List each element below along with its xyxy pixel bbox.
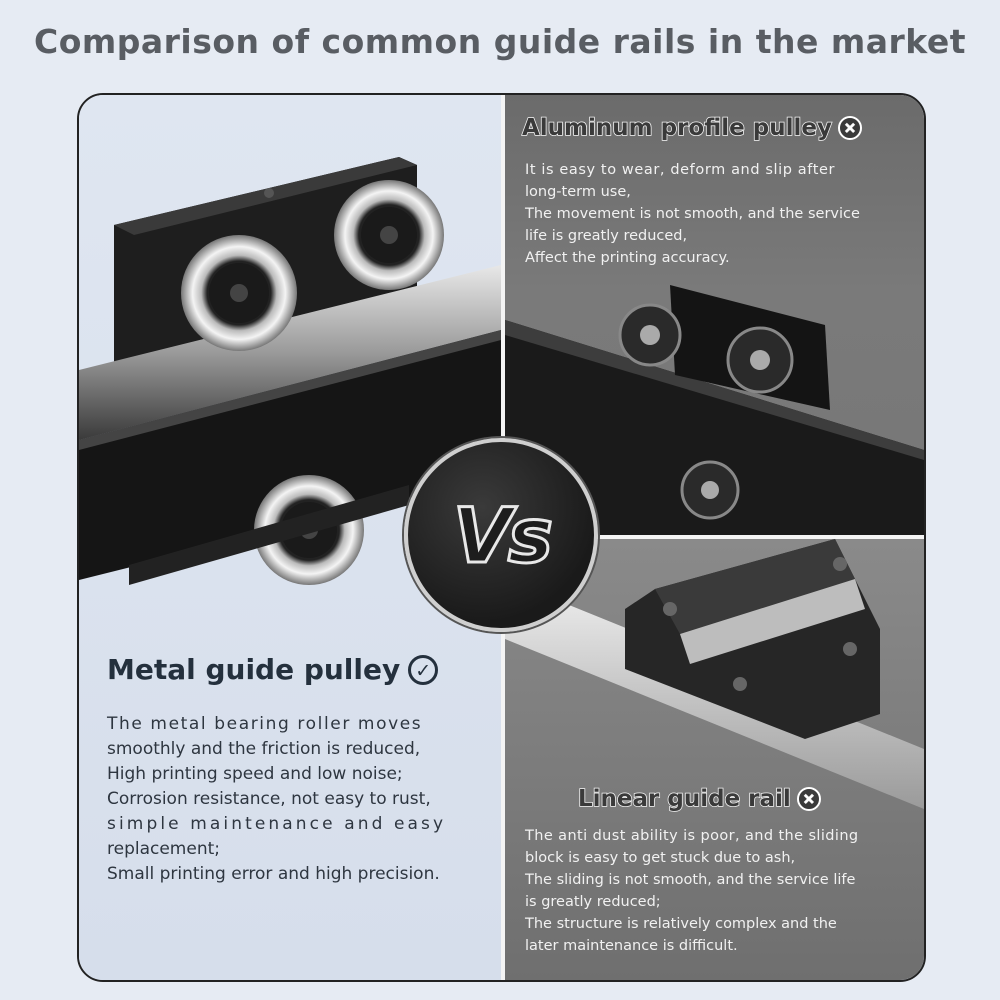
description-line: Corrosion resistance, not easy to rust, [107,789,431,809]
linear-rail-panel: Linear guide rail ✕ The anti dust abilit… [505,539,924,980]
vs-badge: Vs [404,438,598,632]
description-line: Small printing error and high precision. [107,864,440,884]
comparison-frame: Metal guide pulley ✓ The metal bearing r… [77,93,926,982]
description-line: life is greatly reduced, [525,228,688,244]
description-line: It is easy to wear, deform and slip afte… [525,162,836,178]
description-line: The structure is relatively complex and … [525,916,837,932]
metal-guide-title-text: Metal guide pulley [107,653,401,686]
description-line: later maintenance is difficult. [525,938,738,954]
description-line: block is easy to get stuck due to ash, [525,850,796,866]
description-line: replacement; [107,839,220,859]
aluminum-title: Aluminum profile pulley ✕ [521,114,862,142]
vs-label: Vs [451,489,554,581]
linear-rail-title-text: Linear guide rail [577,785,791,813]
metal-guide-title: Metal guide pulley ✓ [107,653,439,686]
linear-rail-image [505,539,924,809]
description-line: High printing speed and low noise; [107,764,403,784]
page-title: Comparison of common guide rails in the … [33,22,966,61]
aluminum-description: It is easy to wear, deform and slip afte… [525,159,860,269]
description-line: long-term use, [525,184,631,200]
linear-rail-description: The anti dust ability is poor, and the s… [525,825,859,957]
description-line: is greatly reduced; [525,894,661,910]
x-circle-icon: ✕ [796,787,821,811]
check-circle-icon: ✓ [408,654,439,685]
metal-pulley-panel: Metal guide pulley ✓ The metal bearing r… [79,95,501,980]
linear-rail-title: Linear guide rail ✕ [577,785,821,813]
aluminum-title-text: Aluminum profile pulley [521,114,832,142]
aluminum-pulley-image [505,285,924,535]
description-line: The sliding is not smooth, and the servi… [525,872,856,888]
horizontal-divider [505,535,924,539]
metal-pulley-image [79,157,501,585]
metal-guide-description: The metal bearing roller moves smoothly … [107,712,446,887]
x-circle-icon: ✕ [837,116,862,140]
description-line: smoothly and the friction is reduced, [107,739,421,759]
description-line: The anti dust ability is poor, and the s… [525,828,859,844]
description-line: The movement is not smooth, and the serv… [525,206,860,222]
description-line: Affect the printing accuracy. [525,250,730,266]
description-line: simple maintenance and easy [107,814,447,834]
aluminum-pulley-panel: Aluminum profile pulley ✕ It is easy to … [505,95,924,535]
description-line: The metal bearing roller moves [107,714,423,734]
